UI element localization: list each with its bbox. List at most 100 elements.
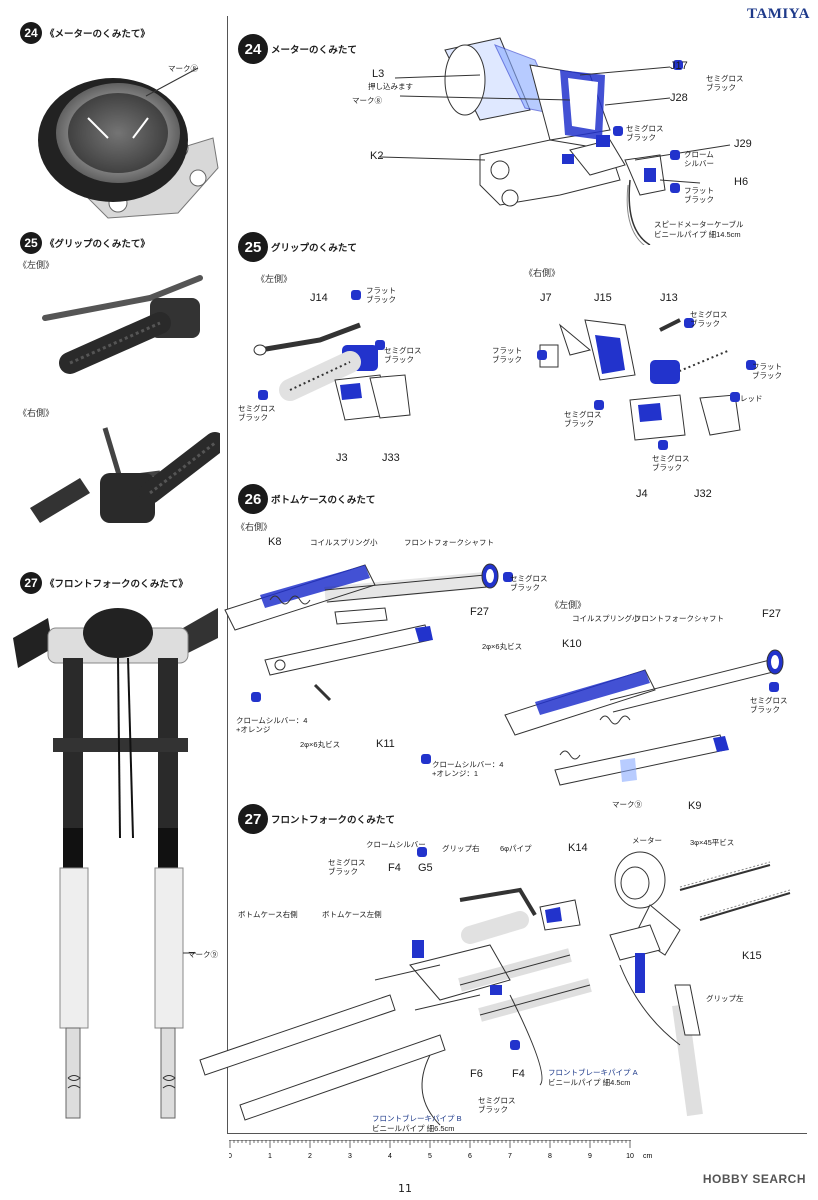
fork-shaft-label-2: フロントフォークシャフト xyxy=(634,614,724,623)
part-f27-right: F27 xyxy=(470,606,489,618)
color-chrome-silver: クローム シルバー xyxy=(684,150,714,168)
color-semigloss-1: セミグロス ブラック xyxy=(328,858,366,876)
ruler-tick-label: 2 xyxy=(308,1153,312,1158)
left-step-24-heading: 24 《メーターのくみたて》 xyxy=(20,22,150,44)
step-26-left-side: 《左側》 xyxy=(550,601,587,611)
step-25-left-side: 《左側》 xyxy=(256,275,293,285)
left-mark8-label: マーク⑧ xyxy=(168,64,198,73)
color-flat-black-3: フラット ブラック xyxy=(752,362,782,380)
mark9-label: マーク⑨ xyxy=(612,800,642,809)
color-semigloss-2: セミグロス ブラック xyxy=(750,696,788,714)
vinyl-pipe-b-label: ビニールパイプ 細6.5cm xyxy=(372,1124,455,1133)
left-step-27-heading: 27 《フロントフォークのくみたて》 xyxy=(20,572,188,594)
ruler-tick-label: 9 xyxy=(588,1153,592,1158)
brake-pipe-a-label: フロントブレーキパイプ A xyxy=(548,1068,638,1077)
color-chrome-orange-1: クロームシルバー：4 +オレンジ xyxy=(236,716,308,734)
l3-note: 押し込みます xyxy=(368,82,413,91)
step-number-badge: 25 xyxy=(238,232,268,262)
part-j4: J4 xyxy=(636,488,648,500)
part-j28: J28 xyxy=(670,92,688,104)
color-semigloss-3: セミグロス ブラック xyxy=(690,310,728,328)
color-semigloss-2: セミグロス ブラック xyxy=(626,124,664,142)
part-k11: K11 xyxy=(376,738,395,750)
step-26-right-side: 《右側》 xyxy=(236,523,273,533)
ruler-tick-label: 5 xyxy=(428,1153,432,1158)
color-semigloss-5: セミグロス ブラック xyxy=(652,454,690,472)
screw-label-2: 2φ×6丸ビス xyxy=(482,642,523,651)
vinyl-pipe-a-label: ビニールパイプ 細4.5cm xyxy=(548,1078,631,1087)
bottom-case-right-label: ボトムケース右側 xyxy=(238,910,298,919)
meter-label: メーター xyxy=(632,836,662,845)
step-title: 《グリップのくみたて》 xyxy=(45,239,150,250)
left-grip-photo xyxy=(42,275,203,374)
fork-shaft-label-1: フロントフォークシャフト xyxy=(404,538,494,547)
coil-spring-label-2: コイルスプリング小 xyxy=(572,614,640,623)
chrome-silver-label: クロームシルバー xyxy=(366,840,426,849)
color-flat-black-2: フラット ブラック xyxy=(492,346,522,364)
part-j32: J32 xyxy=(694,488,712,500)
part-j15: J15 xyxy=(594,292,612,304)
step-number-badge: 27 xyxy=(238,804,268,834)
step-25-heading: 25 グリップのくみたて xyxy=(238,232,357,262)
page-number: 11 xyxy=(398,1182,412,1195)
part-k8: K8 xyxy=(268,536,282,548)
brand-logo: TAMIYA xyxy=(746,6,810,22)
step-26-diagram xyxy=(224,563,784,786)
part-f27-left: F27 xyxy=(762,608,781,620)
meter-photo xyxy=(38,67,219,219)
step-number-badge: 24 xyxy=(20,22,42,44)
right-side-label: 《右側》 xyxy=(18,409,55,419)
step-27-diagram xyxy=(199,847,791,1126)
step-number-badge: 24 xyxy=(238,34,268,64)
pipe-6mm-label: 6φパイプ xyxy=(500,844,532,853)
mark8-label: マーク⑧ xyxy=(352,96,382,105)
ruler-tick-label: 6 xyxy=(468,1153,472,1158)
step-number-badge: 26 xyxy=(238,484,268,514)
coil-spring-label-1: コイルスプリング小 xyxy=(310,538,378,547)
part-g5: G5 xyxy=(418,862,433,874)
part-f4-bottom: F4 xyxy=(512,1068,525,1080)
step-title: ボトムケースのくみたて xyxy=(271,495,376,506)
watermark: HOBBY SEARCH xyxy=(702,1172,806,1186)
part-j14: J14 xyxy=(310,292,328,304)
color-chrome-orange-2: クロームシルバー：4 +オレンジ：1 xyxy=(432,760,504,778)
step-title: メーターのくみたて xyxy=(271,45,357,56)
color-semigloss-2: セミグロス ブラック xyxy=(238,404,276,422)
part-j7: J7 xyxy=(540,292,552,304)
part-j13: J13 xyxy=(660,292,678,304)
right-grip-photo xyxy=(30,427,220,523)
color-red: レッド xyxy=(740,394,763,403)
bottom-rule xyxy=(227,1133,807,1134)
color-semigloss-1: セミグロス ブラック xyxy=(510,574,548,592)
step-title: フロントフォークのくみたて xyxy=(271,815,395,826)
part-f6: F6 xyxy=(470,1068,483,1080)
vinyl-pipe-label: ビニールパイプ 細14.5cm xyxy=(654,230,741,239)
grip-left-label: グリップ左 xyxy=(706,994,744,1003)
part-k15: K15 xyxy=(742,950,762,962)
step-26-heading: 26 ボトムケースのくみたて xyxy=(238,484,375,514)
part-k2: K2 xyxy=(370,150,384,162)
color-semigloss-4: セミグロス ブラック xyxy=(564,410,602,428)
part-j3: J3 xyxy=(336,452,348,464)
column-divider xyxy=(227,16,228,1134)
step-24-diagram xyxy=(379,37,731,245)
screw-45-label: 3φ×45平ビス xyxy=(690,838,735,847)
part-f4-top: F4 xyxy=(388,862,401,874)
step-25-diagram xyxy=(253,290,756,450)
ruler-tick-label: 7 xyxy=(508,1153,512,1158)
color-semigloss-1: セミグロス ブラック xyxy=(384,346,422,364)
part-j29: J29 xyxy=(734,138,752,150)
ruler-tick-label: 8 xyxy=(548,1153,552,1158)
part-h6: H6 xyxy=(734,176,749,188)
speed-cable-label: スピードメーターケーブル xyxy=(654,220,744,229)
step-title: グリップのくみたて xyxy=(271,243,357,254)
step-title: 《メーターのくみたて》 xyxy=(45,29,150,40)
part-l3: L3 xyxy=(372,68,385,80)
left-side-label: 《左側》 xyxy=(18,261,55,271)
ruler-tick-label: 0 xyxy=(229,1153,232,1158)
ruler-tick-label: 3 xyxy=(348,1153,352,1158)
part-k14: K14 xyxy=(568,842,588,854)
color-flat-black-1: フラット ブラック xyxy=(366,286,396,304)
color-flat-black: フラット ブラック xyxy=(684,186,714,204)
part-j17: J17 xyxy=(670,60,688,72)
